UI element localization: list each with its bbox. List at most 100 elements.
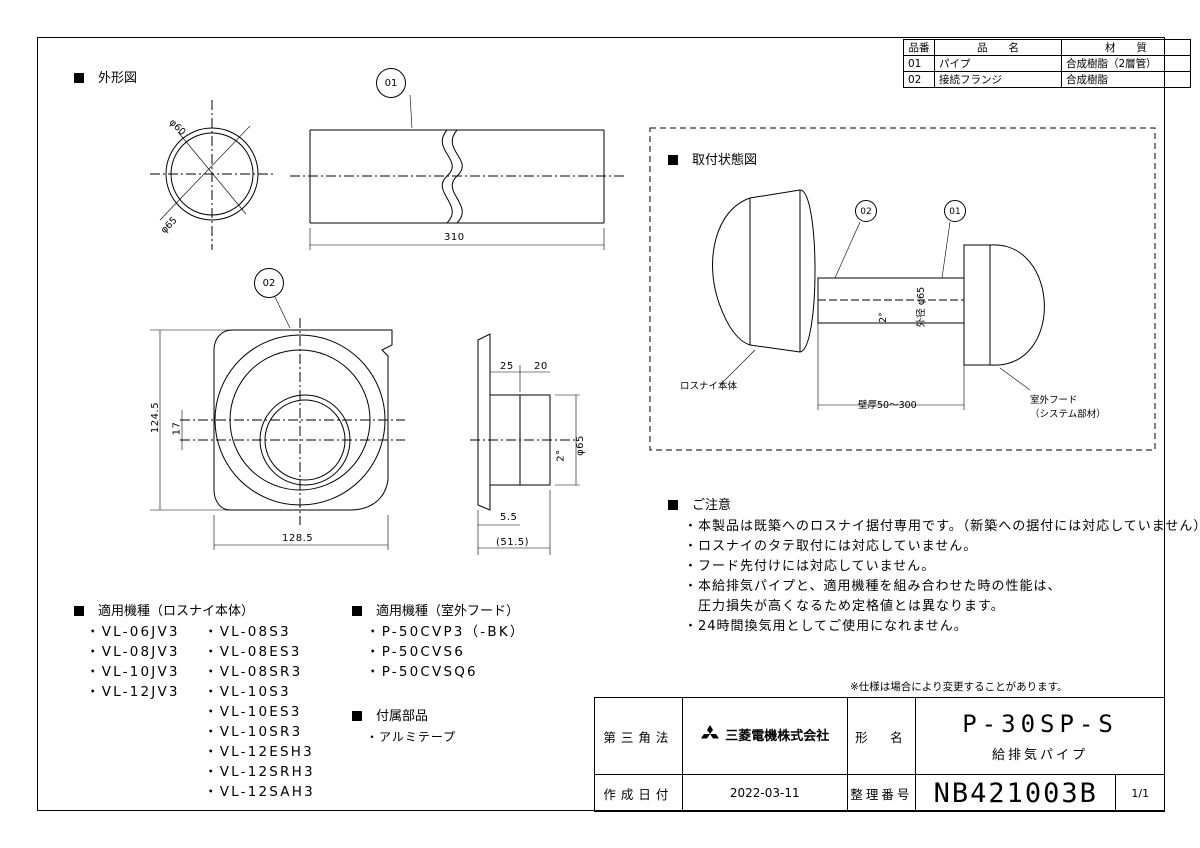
installed-wall-label: 壁厚50～300 (858, 400, 917, 411)
models-body-title: 適用機種（ロスナイ本体） (74, 600, 254, 619)
installed-view-frame (649, 127, 1156, 451)
leader-02 (834, 221, 861, 279)
model-item: ・VL-10SR3 (204, 724, 303, 740)
bullet-square (668, 500, 678, 510)
bullet-square (74, 73, 84, 83)
installed-tag-02: 02 (855, 200, 877, 222)
leader-01 (941, 221, 951, 279)
model-item: ・VL-10JV3 (86, 664, 180, 680)
parts-name: パイプ (934, 55, 1062, 72)
hood-item: ・P-50CVP3（-BK） (366, 624, 526, 640)
note-item: ・24時間換気用としてご使用になれません。 (684, 619, 968, 634)
creation-date: 2022-03-11 (681, 774, 848, 812)
parts-header-name: 品 名 (934, 39, 1062, 56)
note-item: 圧力損失が高くなるため定格値とは異なります。 (684, 599, 1005, 614)
accessory-item: ・アルミテープ (366, 730, 457, 744)
model-item: ・VL-08S3 (204, 624, 291, 640)
model-item: ・VL-06JV3 (86, 624, 180, 640)
title-block-row: 第三角法 三菱電機株式会社 形 名 P-30SP-S 給排気パイプ (594, 697, 1165, 775)
model-item: ・VL-12ESH3 (204, 744, 314, 760)
parts-row: 02 接続フランジ 合成樹脂 (903, 71, 1191, 88)
dim-pipe-length: 310 (444, 232, 465, 243)
leader-hood (999, 367, 1031, 391)
outdoor-hood (963, 244, 1045, 366)
parts-material: 合成樹脂（2層管） (1061, 55, 1191, 72)
installed-hood-sub: （システム部材） (1030, 409, 1106, 420)
dim-flange-offset: 17 (171, 421, 183, 436)
models-body-col2: ・VL-08S3 ・VL-08ES3 ・VL-08SR3 ・VL-10S3 ・V… (204, 622, 315, 802)
drawing-number: NB421003B (915, 774, 1117, 812)
installed-hood-label: 室外フード (1030, 395, 1078, 406)
note-item: ・本製品は既築へのロスナイ据付専用です。（新築への据付には対応していません） (684, 519, 1200, 534)
model-item: ・VL-08SR3 (204, 664, 303, 680)
parts-no: 02 (903, 71, 935, 88)
leader-02 (274, 296, 291, 329)
note-item: ・フード先付けには対応していません。 (684, 559, 936, 574)
note-item: ・ロスナイのタテ取付には対応していません。 (684, 539, 978, 554)
accessories-list: ・アルミテープ (366, 727, 456, 747)
parts-name: 接続フランジ (934, 71, 1062, 88)
company-name: 三菱電機株式会社 (725, 728, 830, 744)
hood-item: ・P-50CVS6 (366, 644, 466, 660)
model-item: ・VL-12SRH3 (204, 764, 315, 780)
model-item: ・VL-12SAH3 (204, 784, 315, 800)
bullet-square (74, 606, 84, 616)
model-item: ・VL-10ES3 (204, 704, 302, 720)
models-hood-list: ・P-50CVP3（-BK） ・P-50CVS6 ・P-50CVSQ6 (366, 622, 526, 682)
bullet-square (352, 606, 362, 616)
model-cell: P-30SP-S 給排気パイプ (915, 697, 1165, 775)
hood-item: ・P-50CVSQ6 (366, 664, 478, 680)
company-cell: 三菱電機株式会社 (681, 697, 848, 775)
dia-leader (177, 131, 247, 215)
parts-header-row: 品番 品 名 材 質 (903, 39, 1191, 56)
dim-flange-width: 128.5 (282, 533, 314, 544)
installed-angle: 2° (877, 312, 889, 323)
installed-outer-dia: 外径 φ65 (916, 286, 928, 328)
dim-side-51.5: (51.5) (496, 537, 530, 548)
dia-leader (159, 125, 251, 221)
models-hood-title: 適用機種（室外フード） (352, 600, 519, 619)
models-body-col1: ・VL-06JV3 ・VL-08JV3 ・VL-10JV3 ・VL-12JV3 (86, 622, 180, 702)
model-item: ・VL-10S3 (204, 684, 291, 700)
bullet-square (668, 155, 678, 165)
dim-side-20: 20 (534, 361, 548, 372)
product-name: 給排気パイプ (992, 747, 1089, 763)
number-label: 整理番号 (846, 774, 917, 812)
dim-flange-height: 124.5 (150, 401, 162, 434)
dim-side-5.5: 5.5 (500, 512, 518, 523)
dim-side-angle: 2° (555, 449, 567, 462)
part-tag-02: 02 (254, 268, 284, 298)
flange-outline (213, 329, 393, 511)
parts-table: 品番 品 名 材 質 01 パイプ 合成樹脂（2層管） 02 接続フランジ 合成… (903, 39, 1191, 88)
installed-body-label: ロスナイ本体 (680, 381, 738, 392)
parts-material: 合成樹脂 (1061, 71, 1191, 88)
flange-side-plate (477, 333, 491, 511)
outline-title: 外形図 (74, 67, 137, 86)
dim-side-dia: φ65 (574, 435, 586, 456)
note-item: ・本給排気パイプと、適用機種を組み合わせた時の性能は、 (684, 579, 1062, 594)
mitsubishi-logo-icon (700, 725, 720, 747)
date-label: 作成日付 (594, 774, 683, 812)
projection-method: 第三角法 (594, 697, 683, 775)
body-left (712, 197, 751, 346)
notes-list: ・本製品は既築へのロスナイ据付専用です。（新築への据付には対応していません） ・… (684, 517, 1200, 637)
body-front (749, 189, 816, 353)
parts-row: 01 パイプ 合成樹脂（2層管） (903, 55, 1191, 72)
model-item: ・VL-12JV3 (86, 684, 180, 700)
bullet-square (352, 711, 362, 721)
notes-title: ご注意 (668, 494, 731, 513)
model-item: ・VL-08ES3 (204, 644, 302, 660)
page-number: 1/1 (1115, 774, 1165, 812)
leader-body (719, 349, 756, 386)
leader-01 (409, 94, 413, 129)
accessories-title: 付属部品 (352, 705, 428, 724)
title-block-row: 作成日付 2022-03-11 整理番号 NB421003B 1/1 (594, 774, 1165, 812)
model-label: 形 名 (846, 697, 917, 775)
installed-tag-01: 01 (944, 200, 966, 222)
model-item: ・VL-08JV3 (86, 644, 180, 660)
part-tag-01: 01 (376, 68, 406, 98)
spec-note: ※仕様は場合により変更することがあります。 (850, 681, 1068, 693)
title-block: 第三角法 三菱電機株式会社 形 名 P-30SP-S 給排気パイプ 作成日付 2… (594, 697, 1165, 812)
dim-side-25: 25 (500, 361, 514, 372)
